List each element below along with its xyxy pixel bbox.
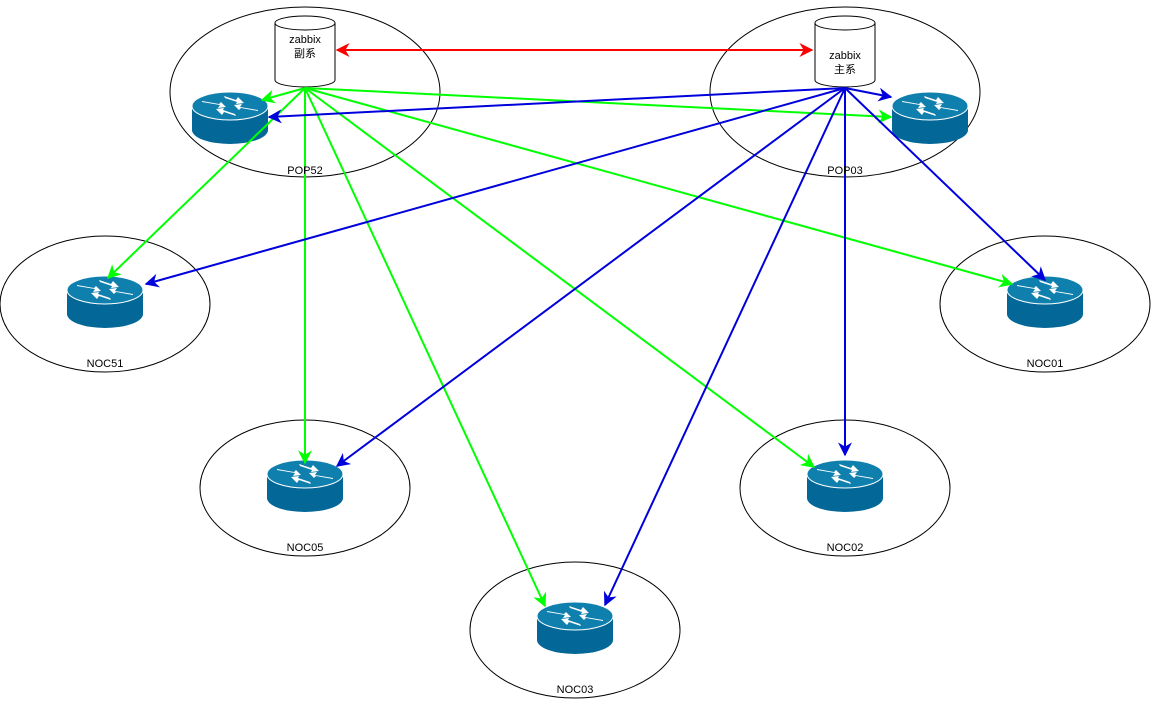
secondary-link-noc03 bbox=[304, 87, 547, 608]
primary-server-name: zabbix bbox=[829, 50, 861, 62]
router-icon-pop52 bbox=[191, 91, 269, 145]
site-label-noc51: NOC51 bbox=[87, 358, 124, 370]
primary-link-pop52 bbox=[267, 87, 846, 124]
primary-server-role: 主系 bbox=[834, 63, 856, 76]
site-label-noc01: NOC01 bbox=[1027, 358, 1064, 370]
primary-link-pop03 bbox=[844, 87, 893, 102]
site-noc01-boundary bbox=[939, 235, 1151, 373]
secondary-link-noc01 bbox=[304, 87, 1014, 288]
router-icon-noc02 bbox=[806, 459, 884, 513]
site-label-pop52: POP52 bbox=[287, 165, 322, 177]
router-icon-noc51 bbox=[66, 275, 144, 329]
primary-links bbox=[144, 87, 1047, 607]
secondary-link-pop03 bbox=[304, 87, 893, 124]
router-icon-pop03 bbox=[891, 91, 969, 145]
database-icon-primary bbox=[814, 15, 876, 88]
site-label-noc03: NOC03 bbox=[557, 684, 594, 696]
database-icon-secondary bbox=[274, 15, 336, 88]
site-label-pop03: POP03 bbox=[827, 165, 862, 177]
site-label-noc02: NOC02 bbox=[827, 542, 864, 554]
site-noc51-boundary bbox=[0, 235, 211, 373]
secondary-links bbox=[106, 87, 1014, 608]
router-icon-noc05 bbox=[266, 459, 344, 513]
primary-link-noc03 bbox=[603, 87, 846, 607]
secondary-link-noc02 bbox=[304, 87, 816, 468]
primary-link-noc05 bbox=[335, 87, 846, 467]
primary-link-noc51 bbox=[144, 87, 846, 288]
router-icon-noc01 bbox=[1006, 275, 1084, 329]
primary-link-noc01 bbox=[844, 87, 1047, 281]
secondary-server-role: 副系 bbox=[294, 47, 316, 60]
router-icon-noc03 bbox=[536, 601, 614, 655]
site-label-noc05: NOC05 bbox=[287, 542, 324, 554]
secondary-server-name: zabbix bbox=[289, 34, 321, 46]
site-noc03-boundary bbox=[469, 561, 681, 699]
secondary-link-pop52 bbox=[260, 87, 306, 104]
